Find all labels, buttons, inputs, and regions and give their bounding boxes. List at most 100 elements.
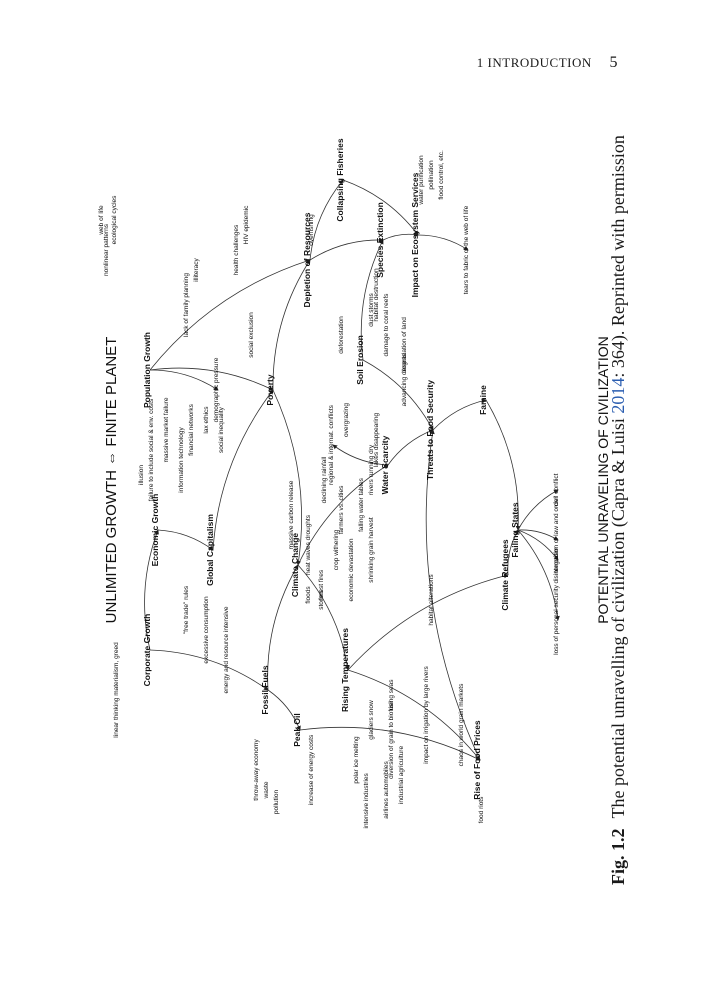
diagram-node: impact on irrigation by large rivers — [423, 665, 430, 763]
diagram-node: rising seas — [388, 679, 395, 711]
diagram-node: impact on oil intensive industries — [363, 772, 370, 830]
chapter-title: 1 INTRODUCTION — [476, 55, 592, 70]
diagram-node: pollination — [428, 160, 435, 190]
diagram-arrow — [149, 367, 274, 391]
diagram-arrow — [149, 258, 311, 371]
diagram-node: energy and resource intensive — [223, 606, 230, 693]
diagram-arrow — [297, 464, 389, 566]
diagram-node: disintegration of law and order — [553, 496, 560, 584]
diagram-node: linear thinking materialism, greed — [113, 642, 120, 738]
diagram-node: forest fires — [318, 569, 325, 600]
diagram-node: tears to fabric of the web of life — [463, 205, 470, 294]
diagram-node: HIV epidemic — [243, 205, 250, 244]
diagram-node: Impact on Ecosystem Services — [410, 172, 420, 297]
diagram-node: Rising Temperatures — [340, 628, 350, 712]
diagram-node: social inequality — [218, 406, 225, 453]
diagram-node: advancing deserts — [401, 353, 408, 407]
diagram-node: diversion of grain to biofuel — [388, 701, 395, 779]
diagram-node: regional & internat. conflicts — [328, 404, 335, 485]
diagram-node: demographic pressure — [213, 357, 220, 422]
diagram-node: civil conflict — [553, 473, 560, 506]
diagram-arrow — [507, 529, 519, 576]
diagram-arrow — [362, 359, 434, 431]
diagram-arrow — [267, 689, 301, 731]
diagram-node: habitat alterations — [428, 574, 435, 626]
diagram-node: heat waves droughts — [305, 514, 312, 575]
diagram-node: lax ethics — [203, 406, 210, 434]
diagram-node: failure to include social & env. costs — [148, 398, 155, 501]
diagram-node: airlines automobiles — [383, 761, 390, 819]
diagram-node: Failing States — [510, 502, 520, 558]
diagram-node: flood control, etc. — [438, 150, 445, 200]
diagram-arrow — [485, 399, 521, 531]
diagram-node: massive market failure — [163, 397, 170, 462]
diagram-arrow — [299, 726, 481, 761]
diagram-arrow — [517, 529, 559, 561]
diagram-node: Population Growth — [142, 332, 152, 408]
diagram-arrow — [144, 529, 159, 651]
diagram-node: glaciers snow — [368, 700, 375, 740]
diagram-arrow — [517, 529, 559, 541]
diagram-node: deforestation — [338, 316, 345, 354]
diagram-node: food riots — [478, 796, 485, 823]
diagram-arrow — [417, 234, 469, 251]
diagram-node: waste — [263, 781, 270, 799]
diagram-node: pollution — [273, 790, 280, 815]
diagram-node: information technology — [178, 427, 185, 493]
diagram-node: web of life — [98, 205, 105, 236]
diagram-node: terrorism — [553, 547, 560, 573]
diagram-node: farmers vs. cities — [338, 485, 345, 535]
diagram-node: Species Extinction — [375, 202, 385, 278]
caption-text-end: : 364). Reprinted with permission — [608, 135, 628, 378]
diagram-bottom-title: POTENTIAL UNRAVELING OF CIVILIZATION — [595, 336, 611, 624]
diagram-arrow — [157, 529, 214, 551]
citation-link[interactable]: 2014 — [608, 377, 628, 414]
diagram-node: Climate Change — [290, 533, 300, 598]
diagram-arrow — [272, 259, 311, 391]
diagram-node: dust storms — [368, 292, 375, 326]
diagram-arrow — [149, 649, 269, 691]
diagram-arrow — [517, 529, 560, 621]
diagram-arrow — [517, 489, 559, 531]
diagram-node: lakes disappearing — [373, 413, 380, 468]
diagram-node: Economic Growth — [150, 494, 160, 567]
diagram-node: nonlinear patterns — [103, 223, 110, 276]
diagram-node: polar ice melting — [353, 736, 360, 784]
diagram-arrow — [387, 429, 434, 466]
diagram-node: industrial agriculture — [398, 746, 405, 805]
diagram-arrow — [360, 239, 384, 361]
diagram-node: health challenges — [233, 224, 240, 275]
diagram-node: economic devastation — [348, 538, 355, 601]
diagram-node: water purification — [418, 155, 425, 206]
diagram-node: Depletion of Resources — [302, 212, 312, 307]
diagram-arrow — [297, 564, 350, 671]
diagram-node: crop withering — [333, 529, 340, 570]
diagram-node: Rise of Food Prices — [472, 720, 482, 800]
diagram-node: massive carbon release — [288, 480, 295, 549]
diagram-node: illiteracy — [193, 258, 200, 282]
page-number: 5 — [609, 54, 618, 71]
diagram-arrow — [272, 389, 302, 566]
diagram-node: Collapsing Fisheries — [335, 138, 345, 221]
diagram-node: floods — [305, 586, 312, 604]
diagram-arrow — [347, 669, 481, 761]
diagram-node: Corporate Growth — [142, 614, 152, 687]
figure-caption: Fig. 1.2The potential unravelling of civ… — [608, 135, 629, 885]
diagram-node: excessive consumption — [203, 596, 210, 664]
diagram-arrow — [309, 237, 384, 261]
diagram-node: financial networks — [188, 403, 195, 455]
diagram-node: lack of family planning — [183, 273, 190, 337]
diagram-arrows — [144, 179, 560, 761]
diagram-node: Global Capitalism — [205, 514, 215, 586]
diagram-node: Water Scarcity — [380, 435, 390, 494]
diagram-node: Poverty — [265, 374, 275, 405]
diagram-arrow — [149, 369, 219, 391]
diagram-title: UNLIMITED GROWTH ⇔ FINITE PLANET — [103, 337, 120, 624]
diagram-node: rivers running dry — [368, 444, 375, 495]
caption-text: The potential unravelling of civilizatio… — [608, 413, 628, 819]
diagram-node: chaos in world grain markets — [458, 683, 465, 766]
diagram-node: Soil Erosion — [355, 335, 365, 385]
